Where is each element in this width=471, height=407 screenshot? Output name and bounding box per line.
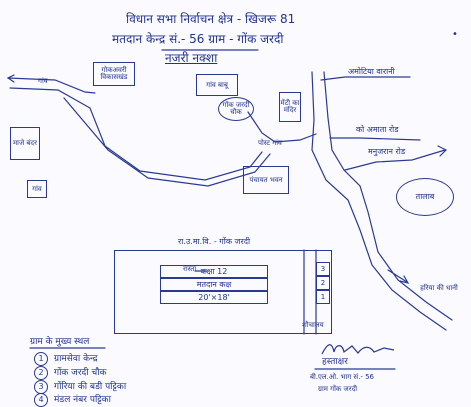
label-junction: पोस्ट गांव	[258, 139, 282, 147]
road-main-left	[311, 71, 447, 331]
circle-pond: तालाब	[396, 178, 454, 216]
legend-text-2: गोंक जरदी चौक	[54, 368, 107, 378]
road-top-left	[7, 77, 96, 94]
sheet-title: विधान सभा निर्वाचन क्षेत्र - खिजरू 81	[126, 12, 296, 26]
legend-num-2: 2	[34, 366, 48, 380]
road-right-2	[344, 149, 446, 171]
label-tl-road: गांव	[38, 77, 48, 85]
box-temple: मेंटी का मंदिर	[279, 92, 301, 122]
dot-mark: •	[452, 29, 458, 40]
signature-line-1: बी.एल.ओ. भाग सं.- 56	[310, 373, 375, 381]
legend-num-3: 3	[34, 380, 48, 394]
bottom-arrow	[387, 269, 408, 283]
strip-room-2: 2	[316, 276, 330, 290]
box-panchayat: पंचायत भवन	[243, 166, 289, 194]
circle-chowk: गोंक जरदी चौक	[218, 97, 254, 121]
box-top-left: गोकअवरी विकासखंड	[93, 62, 135, 86]
strip-room-3: 3	[316, 262, 330, 276]
legend-item-2: 2 गोंक जरदी चौक	[34, 366, 106, 380]
road-to-circle	[247, 111, 317, 143]
road-top-left-arrow	[6, 74, 15, 83]
box-left-2: गांव	[27, 180, 47, 198]
school-room-1: कक्षा 12	[160, 265, 268, 278]
label-bottom-right-road: हरिया की धानी	[420, 284, 458, 292]
strip-toilet: शौचालय	[302, 321, 324, 329]
map-title: नजरी नक्शा	[165, 51, 218, 65]
label-top-right-road: अमोटिया वारानी	[348, 67, 395, 76]
road-main-right	[323, 71, 453, 321]
strip-room-1: 1	[316, 290, 330, 304]
box-center-top: गांव बाबू	[196, 74, 238, 96]
road-top-right	[320, 76, 411, 81]
signature-scribble-icon	[321, 344, 395, 355]
label-right-road-mid: को अमाता रोड	[356, 125, 399, 134]
legend-num-4: 4	[34, 393, 48, 407]
label-school: रा.उ.मा.वि. - गोंक जरदी	[178, 237, 251, 246]
legend-text-1: ग्रामसेवा केन्द्र	[54, 354, 98, 364]
school-room-3: 20'×18'	[160, 291, 268, 304]
legend-title: ग्राम के मुख्य स्थल	[30, 337, 90, 347]
legend-item-1: 1 ग्रामसेवा केन्द्र	[34, 352, 98, 366]
school-room-2: मतदान कक्ष	[160, 278, 268, 291]
legend-text-3: गोंरिया की बडी पट्टिका	[54, 382, 127, 392]
sheet-subtitle: मतदान केन्द्र सं.- 56 ग्राम - गोंक जरदी	[112, 32, 284, 46]
label-arrow: रास्ता	[183, 265, 197, 273]
road-right-1	[329, 137, 421, 141]
signature-line-2: ग्राम गोंक जरदी	[318, 385, 358, 393]
school-compound	[114, 250, 332, 334]
box-left-1: माजे बंदर	[10, 127, 40, 160]
road-left-mid	[9, 87, 263, 181]
legend-item-4: 4 मंडल नंबर पट्टिका	[34, 393, 111, 407]
bottom-arrow-head	[399, 275, 410, 284]
road-left-lower	[63, 97, 271, 187]
legend-item-3: 3 गोंरिया की बडी पट्टिका	[34, 380, 126, 394]
legend-num-1: 1	[34, 352, 48, 366]
label-right-road-2: मनुजरान रोड	[368, 147, 406, 156]
signature-role: हस्ताक्षर	[322, 357, 348, 367]
road-right-2-arrow	[437, 145, 448, 157]
legend-text-4: मंडल नंबर पट्टिका	[54, 395, 111, 405]
